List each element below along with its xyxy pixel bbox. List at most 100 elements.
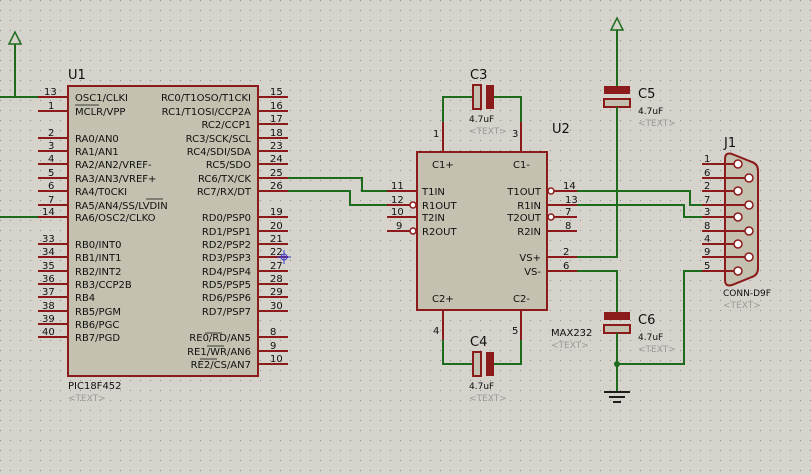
wire-t1out[interactable] <box>577 190 702 206</box>
u1-pin-label: RC7/RX/DT <box>197 187 252 198</box>
u1-text-placeholder: <TEXT> <box>68 394 106 404</box>
j1-ref: J1 <box>723 136 736 151</box>
u1-pin-label: RA0/AN0 <box>75 134 119 145</box>
u2-text-placeholder: <TEXT> <box>551 341 589 351</box>
c3-value: 4.7uF <box>469 115 494 125</box>
u1-pin-label: MCLR/VPP <box>75 107 125 118</box>
u2-pin-num: 2 <box>563 247 569 258</box>
u1-pin-num: 29 <box>270 287 283 298</box>
wire-r1in[interactable] <box>577 204 702 218</box>
u2-ref: U2 <box>552 122 570 137</box>
j1-pin-num: 2 <box>704 181 710 192</box>
u1-pin-label: RB6/PGC <box>75 320 119 331</box>
ground-icon[interactable] <box>604 391 630 403</box>
u1-pin-label: RB3/CCP2B <box>75 280 132 291</box>
u1-pin-label: RD5/PSP5 <box>202 280 251 291</box>
capacitor-c3[interactable]: C3 4.7uF <TEXT> <box>442 68 522 137</box>
u2-pin-num: 9 <box>396 221 402 232</box>
u2-pin-label: C1+ <box>432 160 454 171</box>
u2-pin-label: T2IN <box>421 213 445 224</box>
u1-right-pins: 15 RC0/T1OSO/T1CKI 16 RC1/T1OSI/CCP2A 17… <box>161 87 288 371</box>
u1-left-pins: 13 OSC1/CLKI 1 MCLR/VPP 2 RA0/AN0 3 RA1/… <box>38 87 168 344</box>
u1-pin-num: 37 <box>42 287 55 298</box>
u1-ref: U1 <box>68 68 86 83</box>
u1-pin-num: 27 <box>270 261 283 272</box>
u1-pin-num: 6 <box>48 181 54 192</box>
u1-pin-label: OSC1/CLKI <box>75 93 128 104</box>
u1-pin-num: 7 <box>48 195 54 206</box>
c6-value: 4.7uF <box>638 333 663 343</box>
u1-body[interactable] <box>67 85 259 377</box>
c4-value: 4.7uF <box>469 382 494 392</box>
u1-pin-num: 21 <box>270 234 283 245</box>
u1-chip[interactable]: U1 PIC18F452 <TEXT> 13 OSC1/CLKI 1 MCLR/… <box>38 68 288 404</box>
u1-pin-num: 9 <box>270 341 276 352</box>
u2-pin-label: C1- <box>513 160 530 171</box>
u1-pin-num: 14 <box>42 207 55 218</box>
u2-pin-label: C2- <box>513 294 530 305</box>
u1-pin-num: 19 <box>270 207 283 218</box>
u1-pin-num: 3 <box>48 141 54 152</box>
u1-pin-num: 16 <box>270 101 283 112</box>
j1-pin-num: 1 <box>704 154 710 165</box>
u1-pin-num: 18 <box>270 128 283 139</box>
u1-pin-label: RC2/CCP1 <box>201 120 251 131</box>
u1-pin-num: 24 <box>270 154 283 165</box>
u2-pin-num: 11 <box>391 181 404 192</box>
u1-pin-num: 4 <box>48 154 54 165</box>
u1-pin-num: 38 <box>42 301 55 312</box>
u1-pin-num: 26 <box>270 181 283 192</box>
u1-pin-num: 10 <box>270 354 283 365</box>
j1-pin-num: 3 <box>704 207 710 218</box>
capacitor-c5[interactable]: C5 4.7uF <TEXT> <box>577 86 676 258</box>
j1-part: CONN-D9F <box>723 289 771 299</box>
u1-pin-num: 2 <box>48 128 54 139</box>
j1-pin-num: 4 <box>704 234 710 245</box>
c5-ref: C5 <box>638 87 655 102</box>
u1-pin-num: 22 <box>270 247 283 258</box>
power-terminal-right[interactable] <box>609 16 625 86</box>
u1-pin-label: RC0/T1OSO/T1CKI <box>161 93 251 104</box>
u1-pin-num: 35 <box>42 261 55 272</box>
u1-pin-label: RD0/PSP0 <box>202 213 251 224</box>
junction-dot <box>614 361 620 367</box>
wire-ground-db9[interactable] <box>617 270 702 365</box>
u1-pin-num: 13 <box>44 87 57 98</box>
u2-pin-label: R2IN <box>517 227 541 238</box>
u1-pin-label: RB7/PGD <box>75 333 120 344</box>
j1-pin-num: 8 <box>704 221 710 232</box>
u2-pin-label: C2+ <box>432 294 454 305</box>
c5-text-placeholder: <TEXT> <box>638 119 676 129</box>
u1-pin-num: 20 <box>270 221 283 232</box>
u1-pin-num: 8 <box>270 327 276 338</box>
u1-pin-num: 25 <box>270 168 283 179</box>
u2-body[interactable] <box>416 151 548 311</box>
u1-pin-num: 33 <box>42 234 55 245</box>
u2-pin-num: 5 <box>512 326 518 337</box>
u1-pin-label: RA4/T0CKI <box>75 187 127 198</box>
u1-pin-label: RE0/RD/AN5 <box>189 333 251 344</box>
db9-connector[interactable]: J1 1 6 2 7 3 8 4 9 5 CONN-D9F <TEXT> <box>702 136 771 311</box>
u2-chip[interactable]: U2 MAX232 <TEXT> 1 C1+ 3 C1- 4 C2+ 5 C2-… <box>387 122 592 351</box>
u2-pin-label: T1OUT <box>506 187 542 198</box>
capacitor-c4[interactable]: C4 4.7uF <TEXT> <box>442 335 522 404</box>
wire-rx[interactable] <box>288 190 387 206</box>
j1-pin-num: 5 <box>704 261 710 272</box>
u2-pin-num: 13 <box>565 195 578 206</box>
u1-pin-num: 39 <box>42 314 55 325</box>
u2-pin-label: R2OUT <box>422 227 458 238</box>
u1-pin-label: RD7/PSP7 <box>202 307 251 318</box>
u1-pin-label: RB0/INT0 <box>75 240 121 251</box>
wire-tx[interactable] <box>288 177 387 192</box>
u2-pin-num: 14 <box>563 181 576 192</box>
j1-pin-num: 9 <box>704 247 710 258</box>
j1-pin-num: 6 <box>704 168 710 179</box>
c6-ref: C6 <box>638 313 655 328</box>
u1-pin-label: RA3/AN3/VREF+ <box>75 174 156 185</box>
u1-part: PIC18F452 <box>68 381 122 392</box>
u1-pin-label: RD4/PSP4 <box>202 267 251 278</box>
u1-pin-label: RA2/AN2/VREF- <box>75 160 152 171</box>
u1-pin-label: RD3/PSP3 <box>202 253 251 264</box>
u1-pin-label: RC3/SCK/SCL <box>186 134 252 145</box>
